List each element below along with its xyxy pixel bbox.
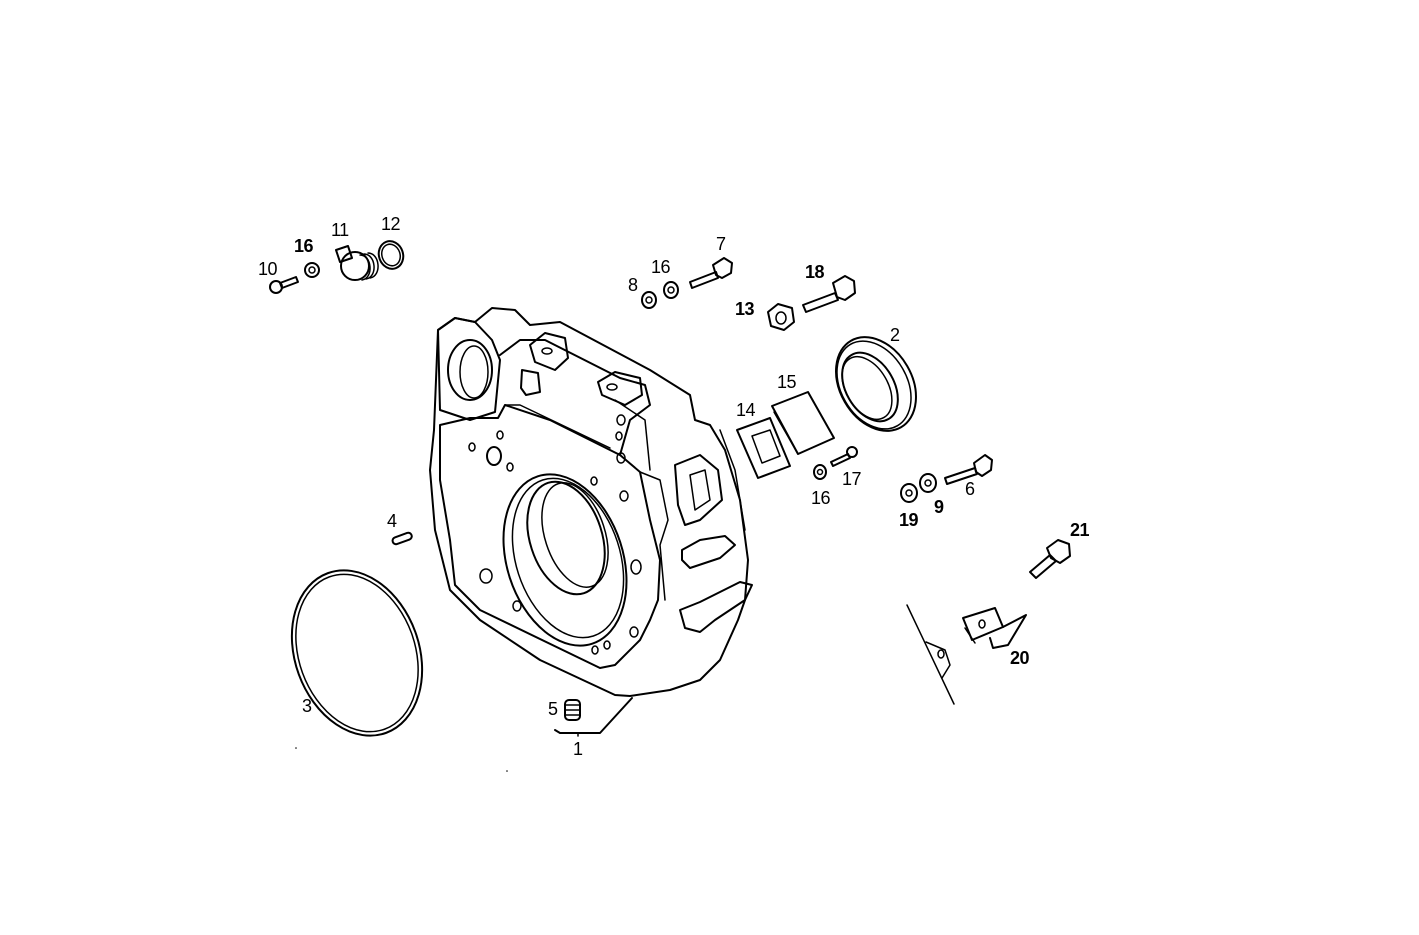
callout-7: 7: [716, 234, 726, 254]
callout-20: 20: [1010, 648, 1030, 668]
callout-5: 5: [548, 699, 558, 719]
o-ring-part-3: [290, 569, 424, 737]
washer-part-19: [900, 483, 918, 503]
seal-ring-part-2: [835, 336, 917, 432]
washer-part-16-mid: [813, 464, 827, 480]
bracket-part-20: [906, 604, 1027, 705]
washer-part-8: [641, 291, 657, 309]
dowel-pin-part-4: [391, 531, 413, 546]
washer-part-16-top: [663, 281, 679, 299]
callout-16-top: 16: [651, 257, 671, 277]
screw-part-17: [830, 446, 858, 467]
callout-19: 19: [899, 510, 919, 530]
o-ring-part-12: [377, 240, 405, 270]
nut-part-13: [767, 303, 795, 331]
callout-9: 9: [934, 497, 944, 517]
callout-17: 17: [842, 469, 862, 489]
screw-part-10: [269, 276, 299, 294]
callout-4: 4: [387, 511, 397, 531]
callout-1: 1: [573, 739, 583, 759]
callout-12: 12: [381, 214, 401, 234]
callout-16-left: 16: [294, 236, 314, 256]
callout-8: 8: [628, 275, 638, 295]
flywheel-housing: [429, 307, 753, 737]
bolt-part-7: [689, 257, 733, 289]
callout-11: 11: [331, 220, 349, 240]
callout-10: 10: [258, 259, 278, 279]
callout-3: 3: [302, 696, 312, 716]
sensor-part-11: [335, 245, 379, 281]
washer-part-16-left: [304, 262, 320, 278]
gasket-part-14: [736, 417, 791, 479]
callout-15: 15: [777, 372, 797, 392]
callout-13: 13: [735, 299, 755, 319]
bolt-part-18: [802, 275, 856, 313]
callout-6: 6: [965, 479, 975, 499]
washer-part-9: [919, 473, 937, 493]
cover-plate-part-15: [771, 391, 835, 455]
callout-18: 18: [805, 262, 825, 282]
callout-2: 2: [890, 325, 900, 345]
bolt-part-6: [944, 454, 993, 485]
callout-14: 14: [736, 400, 756, 420]
callout-16-mid: 16: [811, 488, 831, 508]
plug-part-5: [564, 699, 581, 721]
bolt-part-21: [1029, 539, 1071, 579]
callout-21: 21: [1070, 520, 1090, 540]
